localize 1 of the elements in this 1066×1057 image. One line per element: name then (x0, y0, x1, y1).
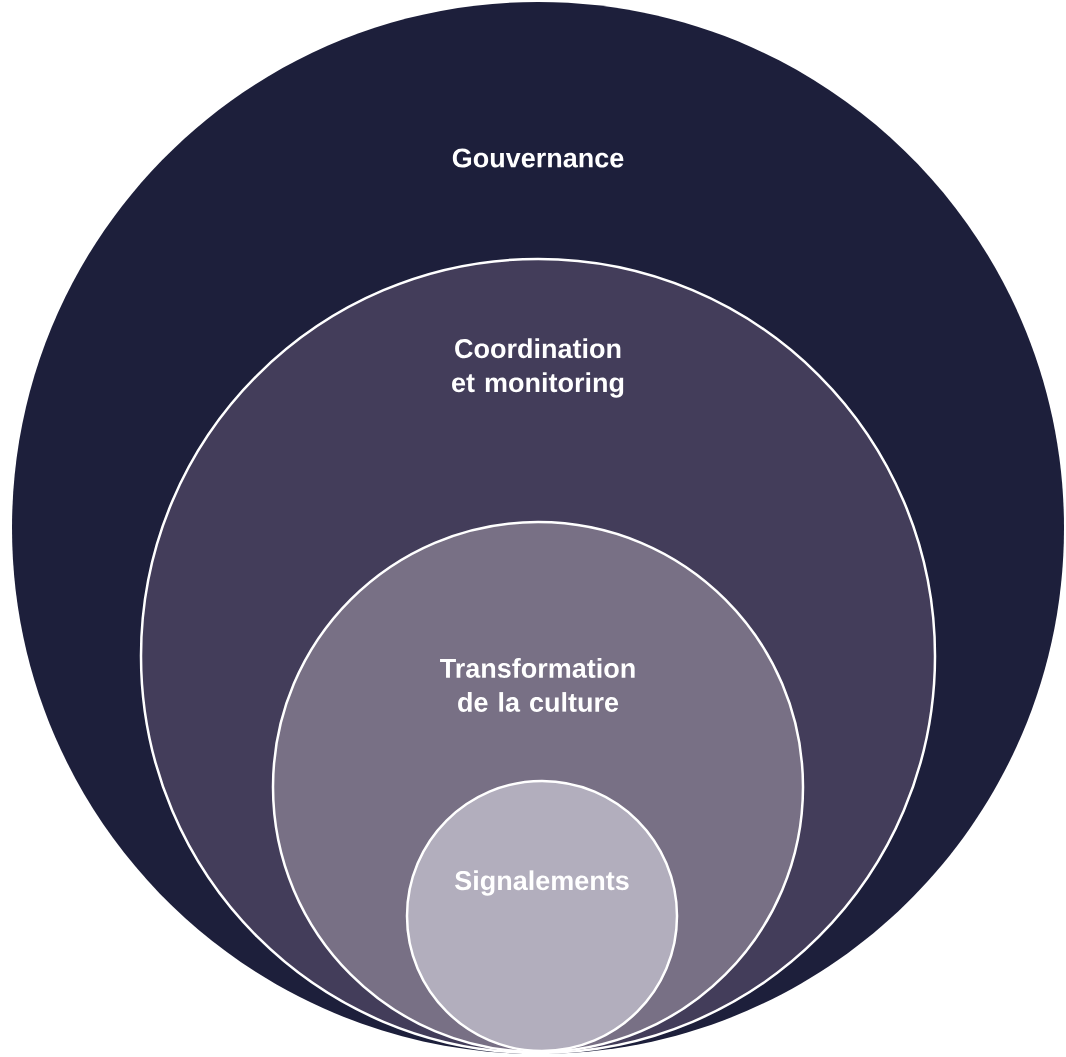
circle-region: Signalements (405, 779, 679, 1053)
